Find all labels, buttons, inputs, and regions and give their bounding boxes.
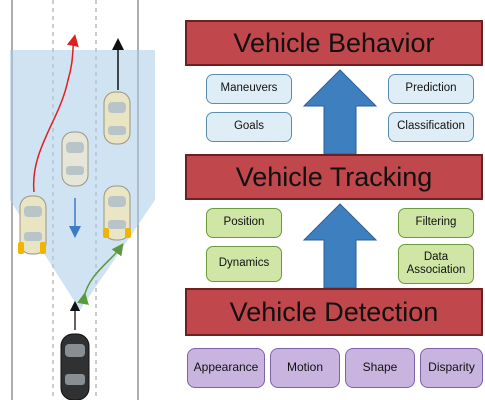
chip-classification-label: Classification bbox=[397, 120, 465, 133]
chip-dynamics: Dynamics bbox=[206, 246, 282, 282]
ego-car-icon bbox=[60, 333, 90, 400]
layer-vehicle-detection-label: Vehicle Detection bbox=[229, 296, 439, 327]
red-path bbox=[32, 34, 79, 193]
chip-goals: Goals bbox=[206, 112, 292, 142]
car-icon bbox=[61, 131, 89, 187]
chip-prediction: Prediction bbox=[388, 74, 474, 104]
car-icon bbox=[103, 91, 131, 145]
chip-motion: Motion bbox=[270, 348, 340, 388]
car-icon bbox=[18, 195, 47, 255]
up-arrow-icon bbox=[302, 69, 378, 154]
chip-filtering-label: Filtering bbox=[415, 216, 457, 229]
chip-appearance: Appearance bbox=[187, 348, 265, 388]
chip-shape: Shape bbox=[345, 348, 415, 388]
layer-vehicle-detection: Vehicle Detection bbox=[185, 288, 483, 336]
chip-position-label: Position bbox=[223, 216, 265, 229]
layer-vehicle-behavior-label: Vehicle Behavior bbox=[233, 27, 435, 58]
up-arrow-icon bbox=[302, 203, 378, 288]
chip-appearance-label: Appearance bbox=[193, 360, 259, 375]
chip-dynamics-label: Dynamics bbox=[218, 257, 270, 270]
chip-maneuvers: Maneuvers bbox=[206, 74, 292, 104]
road-scene bbox=[10, 0, 155, 400]
chip-disparity: Disparity bbox=[420, 348, 483, 388]
chip-prediction-label: Prediction bbox=[405, 82, 457, 95]
chip-maneuvers-label: Maneuvers bbox=[220, 82, 278, 95]
chip-motion-label: Motion bbox=[286, 360, 324, 375]
chip-classification: Classification bbox=[388, 112, 474, 142]
car-icon bbox=[103, 185, 131, 241]
green-path bbox=[77, 243, 124, 305]
chip-goals-label: Goals bbox=[233, 120, 265, 133]
chip-filtering: Filtering bbox=[398, 208, 474, 238]
layer-vehicle-behavior: Vehicle Behavior bbox=[185, 20, 483, 66]
layer-vehicle-tracking-label: Vehicle Tracking bbox=[235, 161, 433, 192]
chip-data-association: Data Association bbox=[398, 244, 474, 284]
chip-shape-label: Shape bbox=[362, 360, 398, 375]
chip-data-association-label: Data Association bbox=[406, 250, 466, 276]
layer-vehicle-tracking: Vehicle Tracking bbox=[185, 154, 483, 200]
chip-disparity-label: Disparity bbox=[428, 360, 475, 375]
chip-position: Position bbox=[206, 208, 282, 238]
